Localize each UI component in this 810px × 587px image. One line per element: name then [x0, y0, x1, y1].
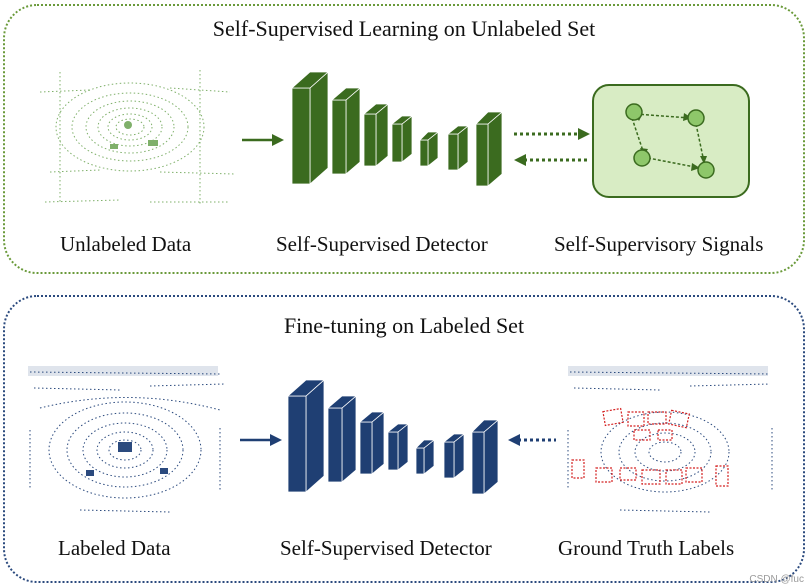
self-supervised-panel: Self-Supervised Learning on Unlabeled Se… — [3, 4, 805, 274]
fine-tuning-panel: Fine-tuning on Labeled Set — [3, 295, 805, 583]
top-panel-title: Self-Supervised Learning on Unlabeled Se… — [212, 16, 596, 41]
ground-truth-caption: Ground Truth Labels — [558, 536, 735, 560]
supervision-arrow — [508, 434, 556, 446]
ground-truth-point-cloud — [567, 366, 773, 513]
top-detector-caption: Self-Supervised Detector — [276, 232, 488, 256]
signals-caption: Self-Supervisory Signals — [554, 232, 764, 256]
unlabeled-data-caption: Unlabeled Data — [60, 232, 192, 256]
labeled-input-arrow — [240, 434, 282, 446]
watermark: CSDN @fuc — [749, 574, 804, 585]
labeled-data-caption: Labeled Data — [58, 536, 171, 560]
self-supervised-detector-green — [290, 71, 504, 187]
labeled-point-cloud — [28, 366, 226, 513]
input-arrow — [242, 134, 284, 146]
self-supervised-detector-blue — [286, 379, 500, 495]
bottom-panel-title: Fine-tuning on Labeled Set — [283, 313, 525, 338]
signals-graph-box — [592, 84, 750, 198]
feedback-arrows — [514, 128, 590, 166]
unlabeled-point-cloud — [39, 70, 236, 204]
bottom-detector-caption: Self-Supervised Detector — [280, 536, 492, 560]
